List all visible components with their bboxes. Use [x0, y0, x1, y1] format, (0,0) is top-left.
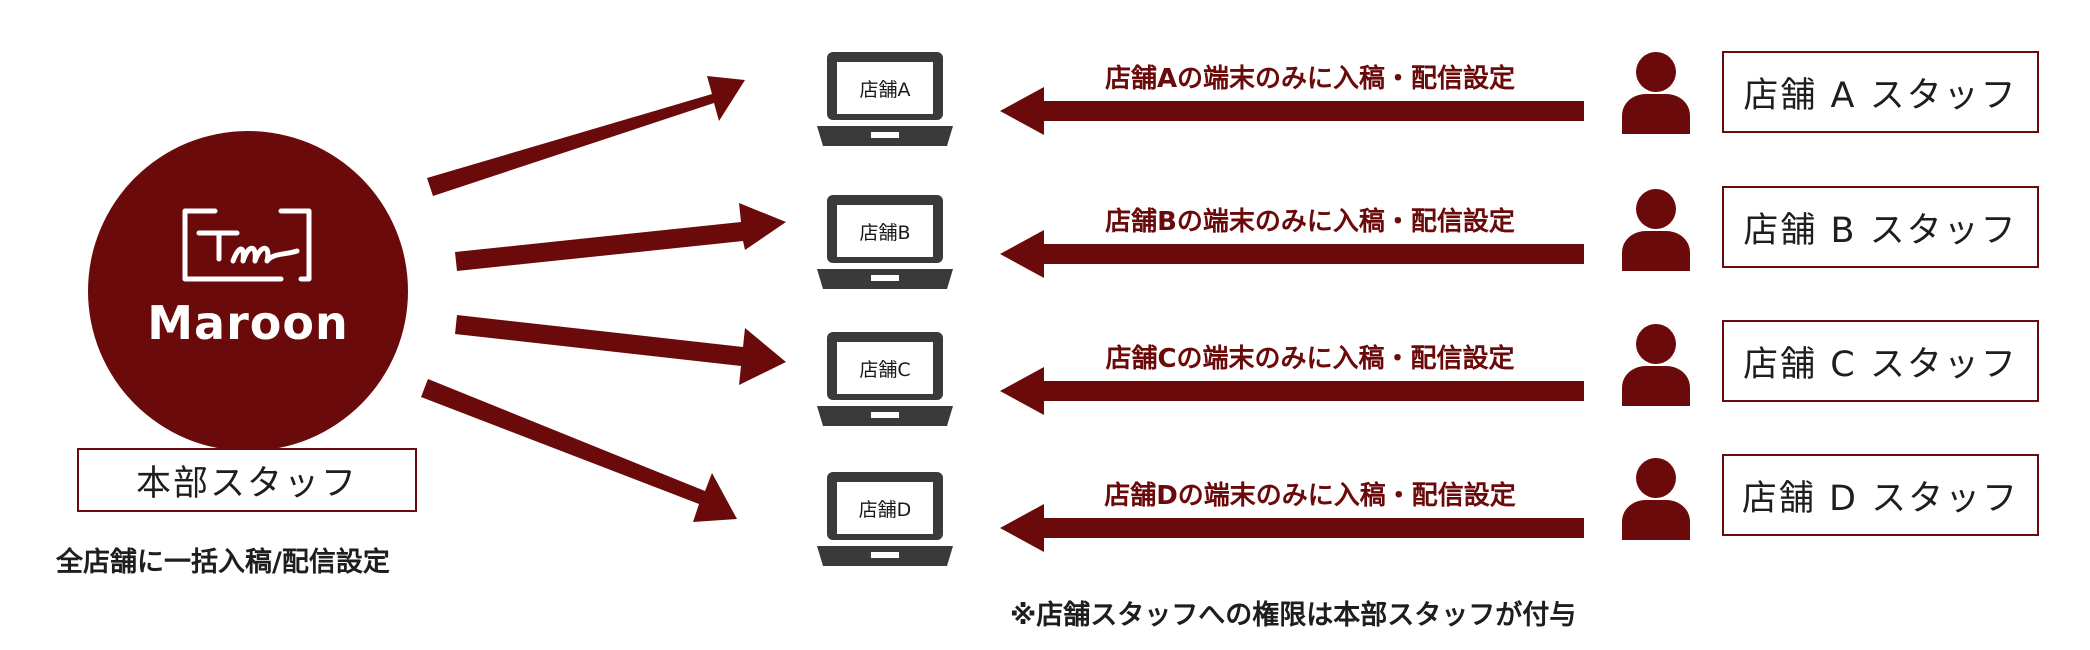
hq-staff-label: 本部スタッフ: [77, 448, 417, 512]
maroon-logo-icon: [182, 208, 312, 282]
person-icon: [1622, 458, 1690, 540]
store-a-staff-label: 店舗 A スタッフ: [1722, 51, 2039, 133]
person-icon: [1622, 324, 1690, 406]
laptop-store-d: 店舗D: [815, 470, 955, 570]
staff-arrow-to-store-a: [1000, 87, 1584, 135]
laptop-icon: [817, 472, 953, 566]
hq-arrow-to-store-b: [455, 203, 786, 271]
store-c-staff-label: 店舗 C スタッフ: [1722, 320, 2039, 402]
hq-caption: 全店舗に一括入稿/配信設定: [56, 547, 390, 578]
staff-arrow-to-store-d: [1000, 504, 1584, 552]
hq-arrow-to-store-d: [421, 379, 737, 522]
arrow-label-store-d: 店舗Dの端末のみに入稿・配信設定: [1104, 481, 1516, 511]
arrow-label-store-c: 店舗Cの端末のみに入稿・配信設定: [1105, 344, 1515, 374]
logo-text: Maroon: [147, 296, 349, 350]
laptop-icon: [817, 332, 953, 426]
hq-arrow-to-store-c: [455, 315, 786, 385]
person-icon: [1622, 52, 1690, 134]
laptop-store-a: 店舗A: [815, 50, 955, 150]
maroon-logo: Maroon: [88, 131, 408, 451]
permission-footnote: ※店舗スタッフへの権限は本部スタッフが付与: [1010, 600, 1577, 631]
store-d-staff-label: 店舗 D スタッフ: [1722, 454, 2039, 536]
laptop-store-b: 店舗B: [815, 193, 955, 293]
staff-arrow-to-store-c: [1000, 367, 1584, 415]
store-b-staff-label: 店舗 B スタッフ: [1722, 186, 2039, 268]
laptop-label: 店舗A: [859, 78, 911, 101]
laptop-store-c: 店舗C: [815, 330, 955, 430]
laptop-icon: [817, 52, 953, 146]
laptop-icon: [817, 195, 953, 289]
hq-arrow-to-store-a: [427, 76, 745, 196]
laptop-label: 店舗B: [859, 221, 911, 244]
laptop-label: 店舗C: [859, 358, 911, 381]
laptop-label: 店舗D: [858, 498, 912, 521]
arrow-label-store-b: 店舗Bの端末のみに入稿・配信設定: [1105, 207, 1515, 237]
arrow-label-store-a: 店舗Aの端末のみに入稿・配信設定: [1104, 64, 1516, 94]
person-icon: [1622, 189, 1690, 271]
staff-arrow-to-store-b: [1000, 230, 1584, 278]
